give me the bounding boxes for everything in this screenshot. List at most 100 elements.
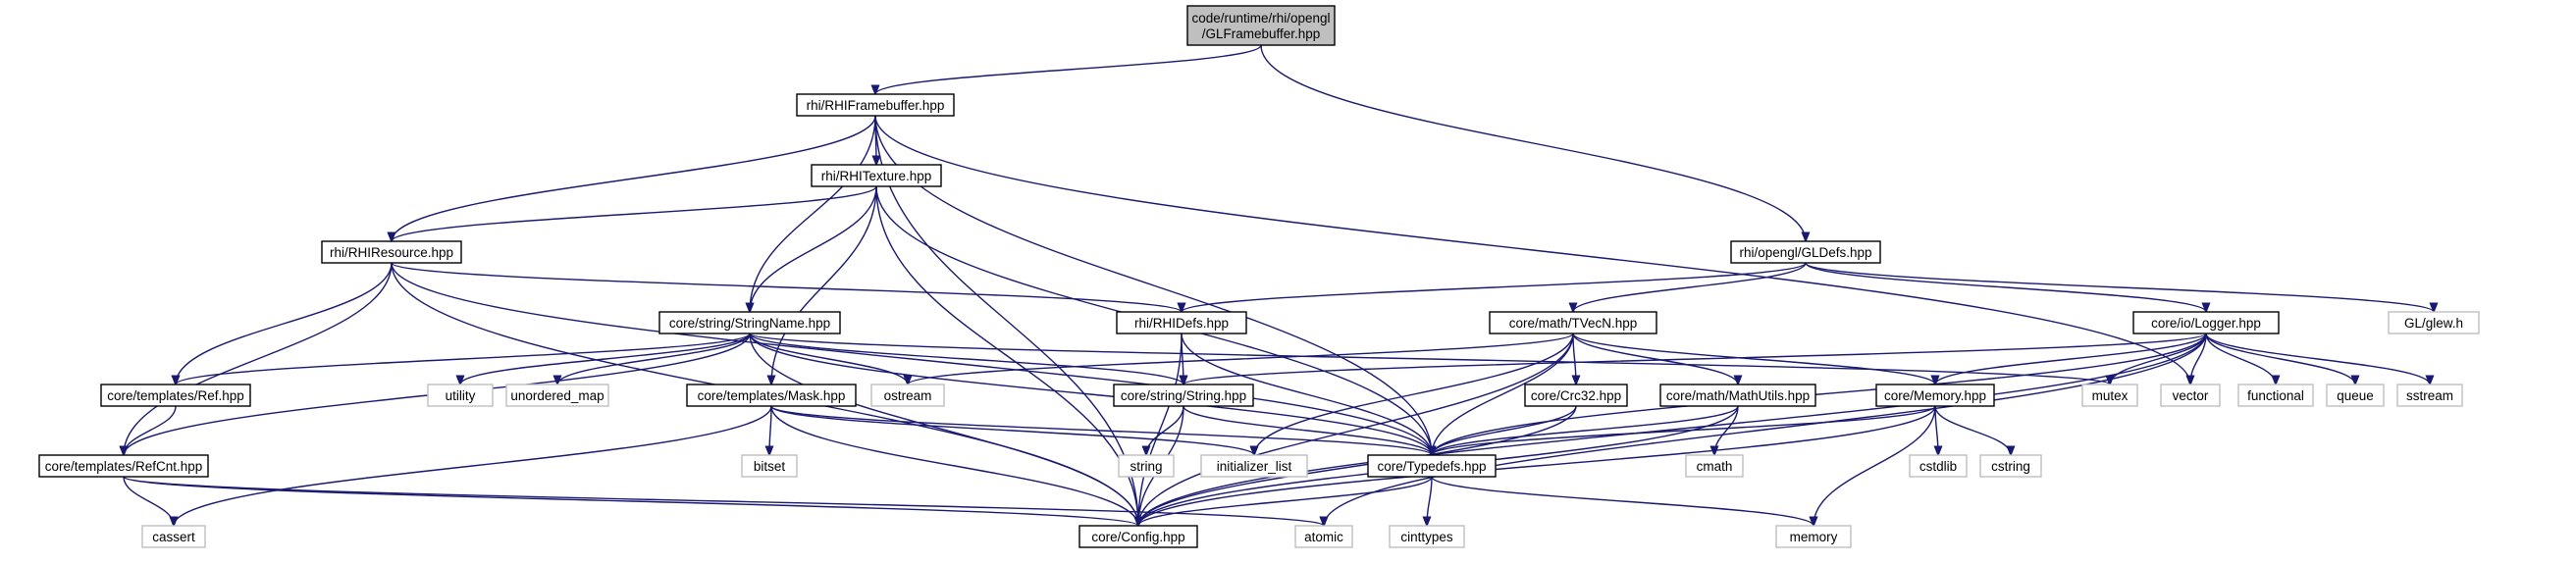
edge-n7-to-n22 xyxy=(2205,333,2355,385)
edge-arrow xyxy=(2205,333,2355,385)
edge-n7-to-n28 xyxy=(1432,333,2207,455)
edge-arrow xyxy=(1814,405,1936,526)
node-box xyxy=(1200,454,1308,478)
edge-n6-to-n16 xyxy=(1573,333,1576,385)
node-label: core/Typedefs.hpp xyxy=(1377,459,1486,474)
edge-arrow xyxy=(1432,333,2207,455)
edge-n9-to-n28 xyxy=(749,333,1432,455)
node-box xyxy=(2396,384,2463,407)
node-cinttypes: cinttypes xyxy=(1389,525,1465,548)
node-core-config-hpp[interactable]: core/Config.hpp xyxy=(1078,525,1198,548)
node-rhi-rhiframebuffer-hpp[interactable]: rhi/RHIFramebuffer.hpp xyxy=(796,93,955,117)
edge-arrow xyxy=(1573,333,1576,385)
edge-n3-to-n9 xyxy=(750,185,877,312)
edge-arrow xyxy=(123,476,1324,526)
edge-arrow xyxy=(770,405,1254,456)
edge-arrow xyxy=(908,333,1574,385)
edge-arrow xyxy=(749,333,1183,385)
node-box xyxy=(1186,5,1336,46)
node-core-crc32-hpp[interactable]: core/Crc32.hpp xyxy=(1524,384,1628,407)
edge-n6-to-n17 xyxy=(1572,333,1738,385)
node-label: sstream xyxy=(2406,388,2453,403)
node-rhi-rhidefs-hpp[interactable]: rhi/RHIDefs.hpp xyxy=(1116,311,1247,334)
edge-arrow xyxy=(1182,262,1807,312)
node-core-math-mathutils-hpp[interactable]: core/math/MathUtils.hpp xyxy=(1659,384,1816,407)
node-core-templates-refcnt-hpp[interactable]: core/templates/RefCnt.hpp xyxy=(38,454,209,478)
edge-arrow xyxy=(176,262,393,385)
node-box xyxy=(1367,454,1497,478)
node-box xyxy=(2132,311,2280,334)
node-core-io-logger-hpp[interactable]: core/io/Logger.hpp xyxy=(2132,311,2280,334)
edge-arrow xyxy=(749,333,908,385)
node-box xyxy=(1078,525,1198,548)
node-box xyxy=(2388,311,2480,334)
node-rhi-opengl-gldefs-hpp[interactable]: rhi/opengl/GLDefs.hpp xyxy=(1730,240,1881,264)
edge-arrow xyxy=(1138,405,1577,526)
node-box xyxy=(1775,525,1852,548)
node-label: core/math/TVecN.hpp xyxy=(1509,316,1638,331)
edge-n1-to-n9 xyxy=(750,115,876,312)
edge-n24-to-n32 xyxy=(123,476,174,526)
edge-arrow xyxy=(1138,333,2207,526)
edge-n17-to-n28 xyxy=(1432,405,1739,455)
edge-n7-to-n33 xyxy=(1138,333,2207,526)
node-box xyxy=(1875,384,1995,407)
node-core-templates-mask-hpp[interactable]: core/templates/Mask.hpp xyxy=(686,384,857,407)
node-cstring: cstring xyxy=(1979,454,2042,478)
node-box xyxy=(2326,384,2385,407)
node-label: core/math/MathUtils.hpp xyxy=(1666,388,1810,403)
node-cmath: cmath xyxy=(1685,454,1744,478)
node-cassert: cassert xyxy=(141,525,206,548)
edge-arrow xyxy=(123,476,174,526)
edge-n28-to-n33 xyxy=(1138,476,1433,526)
edge-arrow xyxy=(1432,405,1936,456)
node-box xyxy=(1524,384,1628,407)
node-rhi-rhiresource-hpp[interactable]: rhi/RHIResource.hpp xyxy=(321,240,462,264)
edge-arrow xyxy=(1431,476,1814,527)
edge-arrow xyxy=(1183,333,2207,385)
node-label: unordered_map xyxy=(510,388,604,403)
node-unordered-map: unordered_map xyxy=(505,384,609,407)
node-box xyxy=(870,384,945,407)
node-label: rhi/RHIResource.hpp xyxy=(330,245,453,260)
edge-n4-to-n10 xyxy=(176,262,393,385)
edge-arrow xyxy=(124,405,177,455)
edge-n24-to-n33 xyxy=(123,476,1138,526)
edge-n4-to-n5 xyxy=(391,262,1182,312)
node-box xyxy=(1659,384,1816,407)
node-core-typedefs-hpp[interactable]: core/Typedefs.hpp xyxy=(1367,454,1497,478)
edge-arrow xyxy=(1805,262,2434,312)
edge-arrow xyxy=(123,476,1138,526)
edge-n1-to-n4 xyxy=(392,115,876,241)
node-box xyxy=(1294,525,1353,548)
node-box xyxy=(1116,311,1247,334)
edge-arrow xyxy=(1935,333,2207,385)
edge-arrow xyxy=(1138,476,1433,526)
node-core-memory-hpp[interactable]: core/Memory.hpp xyxy=(1875,384,1995,407)
node-label: core/Config.hpp xyxy=(1091,530,1184,544)
edge-n0-to-n2 xyxy=(1260,44,1806,241)
node-rhi-rhitexture-hpp[interactable]: rhi/RHITexture.hpp xyxy=(811,164,942,187)
node-core-templates-ref-hpp[interactable]: core/templates/Ref.hpp xyxy=(100,384,251,407)
edge-arrow xyxy=(1138,333,1183,526)
edge-arrow xyxy=(392,185,877,242)
edge-n9-to-n15 xyxy=(749,333,1183,385)
edge-arrow xyxy=(749,333,2110,385)
edge-arrow xyxy=(1432,333,1574,455)
node-string: string xyxy=(1118,454,1175,478)
node-label: core/Memory.hpp xyxy=(1884,388,1986,403)
graph-nodes: code/runtime/rhi/opengl/GLFramebuffer.hp… xyxy=(38,5,2480,548)
edge-n7-to-n19 xyxy=(2110,333,2207,385)
node-core-math-tvecn-hpp[interactable]: core/math/TVecN.hpp xyxy=(1489,311,1657,334)
edge-arrow xyxy=(1432,405,1577,455)
edge-arrow xyxy=(749,333,1138,526)
node-box xyxy=(1685,454,1744,478)
node-core-string-stringname-hpp[interactable]: core/string/StringName.hpp xyxy=(658,311,841,334)
node-box xyxy=(2081,384,2138,407)
edge-n7-to-n34 xyxy=(1324,333,2207,526)
node-label: core/string/StringName.hpp xyxy=(669,316,830,331)
node-core-string-string-hpp[interactable]: core/string/String.hpp xyxy=(1113,384,1254,407)
node-atomic: atomic xyxy=(1294,525,1353,548)
edge-arrow xyxy=(391,262,1182,312)
node-label: rhi/RHIFramebuffer.hpp xyxy=(807,98,945,113)
